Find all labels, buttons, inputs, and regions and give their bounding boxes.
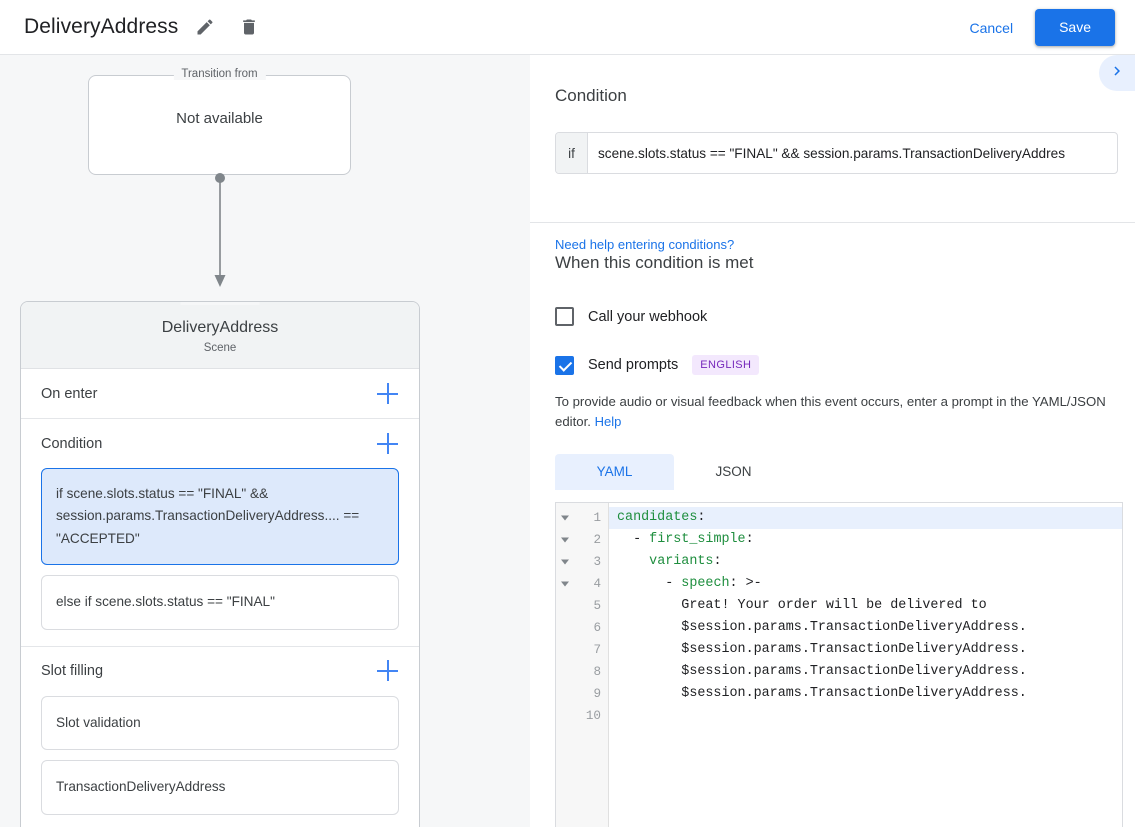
tab-yaml[interactable]: YAML (555, 453, 674, 490)
editor-code-line: - speech: >- (617, 575, 762, 591)
editor-line-number: 4 (556, 573, 608, 595)
tab-json[interactable]: JSON (715, 464, 752, 480)
condition-heading: Condition (555, 86, 627, 105)
editor-line-number: 3 (556, 551, 608, 573)
add-on-enter-icon[interactable] (377, 382, 399, 405)
page-title: DeliveryAddress (24, 15, 179, 38)
editor-line-number: 1 (556, 507, 608, 529)
fold-triangle-icon[interactable] (561, 581, 569, 587)
trash-icon (239, 17, 259, 37)
condition-item[interactable]: if scene.slots.status == "FINAL" && sess… (41, 468, 399, 566)
send-prompts-option-row[interactable]: Send prompts ENGLISH (555, 355, 1125, 375)
editor-line-number: 5 (593, 598, 601, 613)
condition-item[interactable]: else if scene.slots.status == "FINAL" (41, 575, 399, 630)
prompts-help-link[interactable]: Help (594, 414, 622, 430)
section-on-enter: On enter (21, 369, 419, 419)
edit-button[interactable] (188, 10, 222, 44)
section-title-on-enter: On enter (41, 385, 98, 402)
editor-code-line: $session.params.TransactionDeliveryAddre… (617, 685, 1027, 701)
send-prompts-label: Send prompts (588, 357, 679, 373)
pencil-icon (195, 17, 215, 37)
transition-from-legend: Transition from (173, 68, 266, 80)
fold-triangle-icon[interactable] (561, 515, 569, 521)
editor-code-area[interactable]: candidates: - first_simple: variants: - … (609, 503, 1122, 827)
delete-button[interactable] (232, 10, 266, 44)
editor-line-number: 9 (593, 686, 601, 701)
editor-code-line: $session.params.TransactionDeliveryAddre… (617, 663, 1027, 679)
scene-type: Scene (203, 342, 237, 354)
editor-code-line: variants: (649, 553, 722, 569)
save-button[interactable]: Save (1035, 9, 1115, 46)
scene-header[interactable]: Transition to DeliveryAddress Scene (21, 301, 419, 369)
scene-flow-panel: Transition from Not available Transition… (0, 55, 530, 827)
editor-format-tabs: YAML JSON (555, 453, 1125, 490)
editor-code-line: candidates: (609, 506, 1122, 529)
transition-to-legend: Transition to (180, 301, 260, 305)
send-prompts-checkbox[interactable] (555, 355, 574, 375)
editor-line-number: 6 (593, 620, 601, 635)
editor-code-line (609, 705, 1122, 727)
prompts-helper-sentence: To provide audio or visual feedback when… (555, 394, 1106, 430)
top-app-bar: DeliveryAddress Cancel Save (0, 0, 1135, 55)
flow-arrow-icon (214, 173, 226, 287)
add-condition-icon[interactable] (377, 432, 399, 455)
if-label: if (556, 133, 588, 173)
editor-code-line: Great! Your order will be delivered to (617, 597, 987, 613)
editor-line-number: 7 (593, 642, 601, 657)
language-badge: ENGLISH (692, 355, 760, 375)
transition-from-value: Not available (176, 110, 263, 127)
add-slot-filling-icon[interactable] (377, 660, 399, 682)
scene-card: Transition to DeliveryAddress Scene On e… (20, 301, 420, 827)
condition-input-row: if (555, 132, 1118, 174)
call-webhook-checkbox[interactable] (555, 307, 574, 326)
editor-line-number: 8 (593, 664, 601, 679)
prompts-helper-text: To provide audio or visual feedback when… (555, 392, 1120, 433)
editor-code-line: $session.params.TransactionDeliveryAddre… (617, 619, 1027, 635)
cancel-button[interactable]: Cancel (955, 11, 1027, 45)
editor-code-line: - first_simple: (617, 531, 754, 547)
webhook-option-row[interactable]: Call your webhook (555, 307, 1125, 326)
transition-flow-diagram: Transition from Not available (0, 55, 530, 287)
editor-code-line: $session.params.TransactionDeliveryAddre… (617, 641, 1027, 657)
transition-from-card: Transition from Not available (88, 68, 351, 175)
section-slot-filling: Slot filling Slot validation Transaction… (21, 647, 419, 827)
slot-filling-item[interactable]: TransactionDeliveryAddress (41, 760, 399, 815)
editor-line-number: 10 (585, 708, 601, 723)
fold-triangle-icon[interactable] (561, 559, 569, 565)
condition-detail-panel: Condition if Need help entering conditio… (530, 55, 1135, 827)
panel-divider (530, 222, 1135, 223)
condition-input[interactable] (588, 133, 1117, 173)
when-condition-met-heading: When this condition is met (555, 253, 754, 272)
call-webhook-label: Call your webhook (588, 308, 708, 325)
fold-triangle-icon[interactable] (561, 537, 569, 543)
slot-filling-item[interactable]: Slot validation (41, 695, 399, 751)
section-title-slot-filling: Slot filling (41, 663, 104, 680)
editor-line-number: 2 (556, 529, 608, 551)
scene-name: DeliveryAddress (161, 319, 279, 336)
chevron-right-icon (1108, 62, 1126, 85)
top-bar-actions: Cancel Save (955, 0, 1115, 55)
condition-help-link[interactable]: Need help entering conditions? (555, 237, 735, 252)
section-title-condition: Condition (41, 435, 103, 452)
expand-panel-button[interactable] (1099, 55, 1135, 91)
section-condition: Condition if scene.slots.status == "FINA… (21, 419, 419, 647)
when-condition-met-block: When this condition is met Call your web… (555, 253, 1125, 827)
